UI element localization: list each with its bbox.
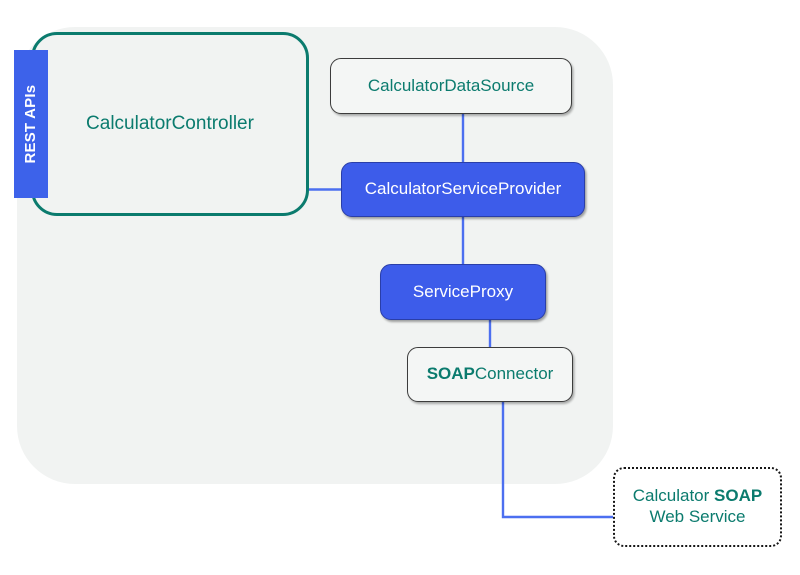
- node-calculator-service-provider[interactable]: CalculatorServiceProvider: [341, 162, 585, 217]
- node-soap-connector-label-rest: Connector: [474, 364, 554, 384]
- node-calculator-soap-web-service[interactable]: Calculator SOAP Web Service: [613, 467, 782, 547]
- node-soap-connector-label-bold: SOAP: [426, 364, 475, 384]
- web-service-line1-bold: SOAP: [714, 486, 763, 506]
- node-calculator-datasource[interactable]: CalculatorDataSource: [330, 58, 572, 114]
- node-calculator-service-provider-label: CalculatorServiceProvider: [364, 179, 562, 199]
- node-calculator-controller[interactable]: CalculatorController: [31, 32, 309, 216]
- web-service-line2: Web Service: [649, 507, 746, 526]
- node-calculator-soap-web-service-label: Calculator SOAP Web Service: [633, 486, 762, 527]
- node-rest-apis-tab[interactable]: REST APIs: [14, 50, 48, 198]
- node-service-proxy[interactable]: ServiceProxy: [380, 264, 546, 320]
- node-calculator-controller-label: CalculatorController: [86, 113, 254, 135]
- node-calculator-datasource-label: CalculatorDataSource: [367, 75, 535, 95]
- node-service-proxy-label: ServiceProxy: [412, 281, 514, 301]
- node-soap-connector[interactable]: SOAPConnector: [407, 347, 573, 402]
- web-service-line1-prefix: Calculator: [632, 486, 715, 506]
- node-rest-apis-label: REST APIs: [21, 84, 39, 164]
- node-soap-connector-label: SOAPConnector: [427, 364, 554, 385]
